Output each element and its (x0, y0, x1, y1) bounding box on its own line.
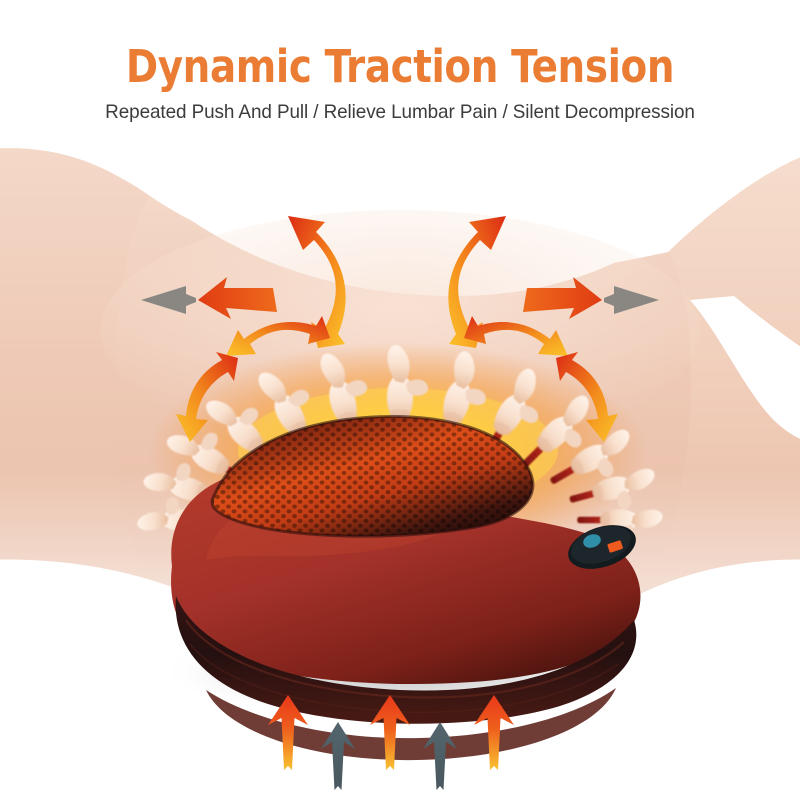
arrow-curved-inner-left-a (226, 316, 330, 356)
status-indicator-icon (607, 540, 623, 553)
spinous-process (206, 400, 238, 427)
spinous-process (513, 368, 536, 404)
vertebra-shadow (492, 421, 512, 436)
vertebra (387, 344, 429, 449)
push-arrow-2 (321, 722, 355, 790)
vertebra (550, 429, 630, 484)
transverse-process (176, 463, 191, 481)
arrow-orange-left (198, 277, 277, 319)
push-arrow-3 (370, 695, 410, 770)
transverse-process (406, 379, 429, 396)
torso-right-crease (690, 296, 800, 439)
spinous-process (137, 512, 169, 531)
vertebra-shadow (570, 457, 584, 476)
arrow-curved-inner-right-a (464, 316, 568, 356)
transverse-process (201, 432, 218, 451)
vertebra-shadow (592, 483, 604, 502)
arrow-gray-left (141, 286, 196, 314)
control-panel[interactable] (563, 517, 642, 577)
transverse-process (519, 405, 539, 423)
transverse-process (287, 389, 310, 407)
vertebra (569, 468, 655, 510)
vertebra (520, 395, 589, 469)
arrow-curved-inner-left-b (176, 352, 238, 442)
device-base-band (175, 596, 637, 724)
push-arrow-4 (423, 722, 457, 790)
spinous-process (631, 509, 663, 528)
push-arrow-5 (474, 695, 514, 770)
power-button-icon[interactable] (581, 532, 602, 550)
device-bottom-rim (206, 688, 616, 761)
transverse-process (238, 407, 259, 425)
spinous-process (600, 429, 630, 456)
vertebra-shadow (216, 457, 230, 476)
header-block: Dynamic Traction Tension Repeated Push A… (0, 0, 800, 123)
spinous-process (454, 351, 475, 390)
arrow-curved-inner-right-b (556, 352, 618, 442)
spinous-process (387, 344, 410, 383)
push-arrow-1 (268, 695, 308, 770)
vertebra-shadow (247, 436, 264, 454)
spinous-process (624, 468, 655, 491)
device-base-seam (185, 619, 625, 699)
arrow-orange-right (523, 277, 602, 319)
spinous-process (320, 353, 346, 388)
control-panel-face (571, 526, 631, 564)
vertebra-shadow (600, 510, 611, 530)
arrow-gray-right (604, 286, 659, 314)
transverse-process (465, 388, 486, 406)
vertebra-shadow (536, 436, 553, 454)
transverse-process (616, 490, 632, 510)
arrow-curved-up-left (288, 216, 346, 348)
page-subtitle: Repeated Push And Pull / Relieve Lumbar … (105, 101, 695, 123)
spinous-process (143, 473, 177, 491)
page-title: Dynamic Traction Tension (125, 40, 675, 93)
arrow-curved-up-right (448, 216, 506, 348)
transverse-process (345, 380, 368, 397)
transverse-process (597, 457, 614, 478)
transverse-process (564, 428, 582, 448)
device-mesh-rim (210, 415, 535, 538)
spinous-process (562, 395, 589, 427)
transverse-process (165, 497, 179, 516)
spinous-process (258, 372, 287, 404)
device-base-seam-2 (189, 643, 619, 714)
spinous-process (166, 435, 200, 456)
